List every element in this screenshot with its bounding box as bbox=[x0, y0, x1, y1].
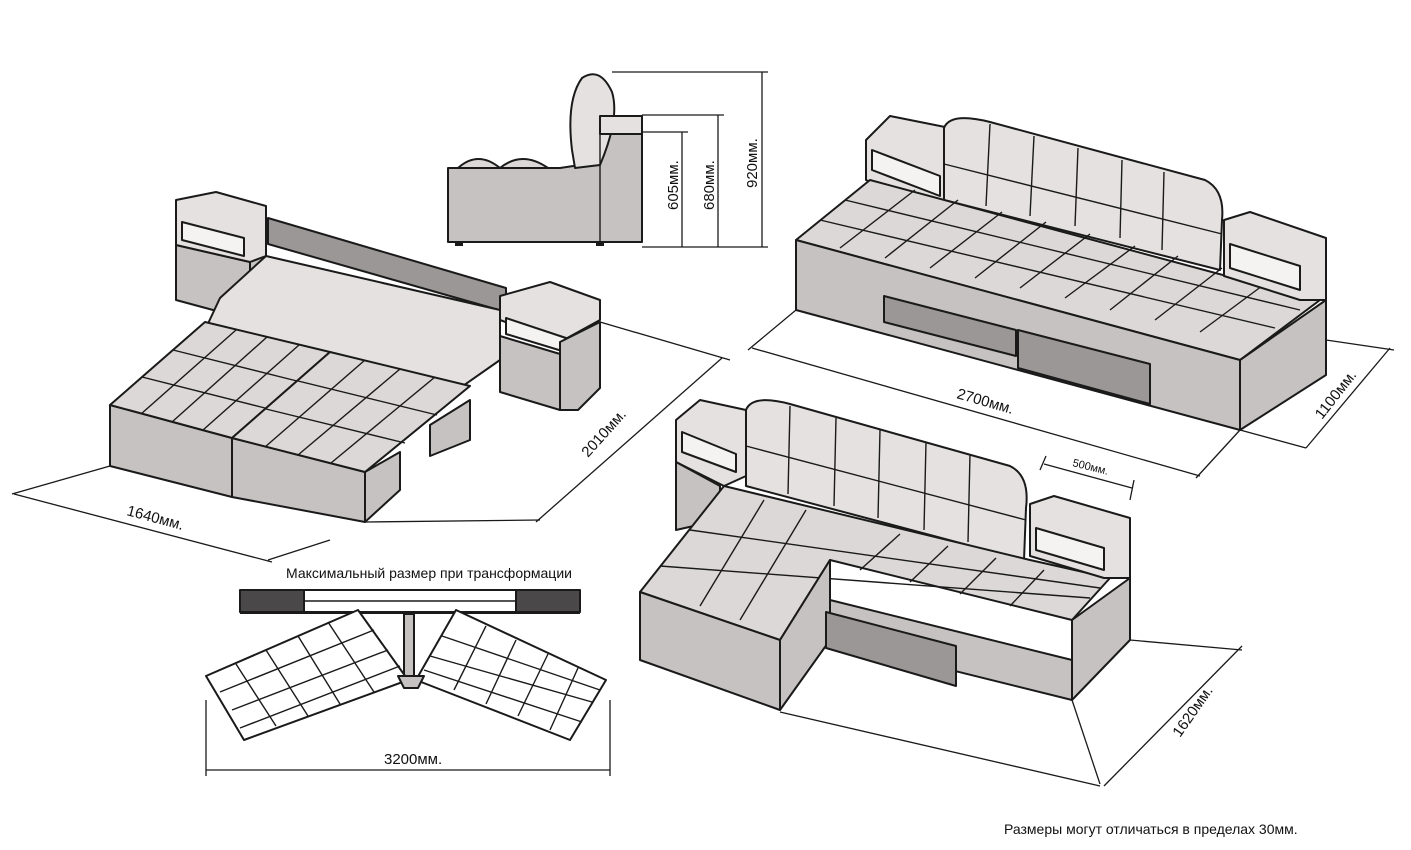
transformation-view bbox=[205, 589, 607, 741]
side-profile-view bbox=[447, 73, 643, 246]
footnote-tolerance: Размеры могут отличаться в пределах 30мм… bbox=[1004, 821, 1298, 837]
bed-view bbox=[109, 191, 601, 523]
bed-dimensions bbox=[11, 321, 731, 563]
straight-sofa-dimensions bbox=[747, 309, 1395, 479]
label-2010: 2010мм. bbox=[578, 406, 630, 461]
straight-sofa-view bbox=[795, 115, 1327, 431]
label-3200: 3200мм. bbox=[384, 751, 442, 768]
label-680: 680мм. bbox=[701, 160, 718, 210]
transformation-dimensions bbox=[205, 700, 611, 776]
side-profile-dimensions bbox=[612, 71, 768, 248]
label-920: 920мм. bbox=[744, 138, 761, 188]
label-2700: 2700мм. bbox=[955, 386, 1016, 418]
label-500: 500мм. bbox=[1071, 457, 1109, 477]
corner-sofa-view bbox=[639, 399, 1131, 711]
label-1640: 1640мм. bbox=[125, 502, 186, 533]
caption-max-size: Максимальный размер при трансформации bbox=[286, 565, 572, 581]
label-605: 605мм. bbox=[665, 160, 682, 210]
corner-sofa-dimensions bbox=[779, 455, 1243, 787]
